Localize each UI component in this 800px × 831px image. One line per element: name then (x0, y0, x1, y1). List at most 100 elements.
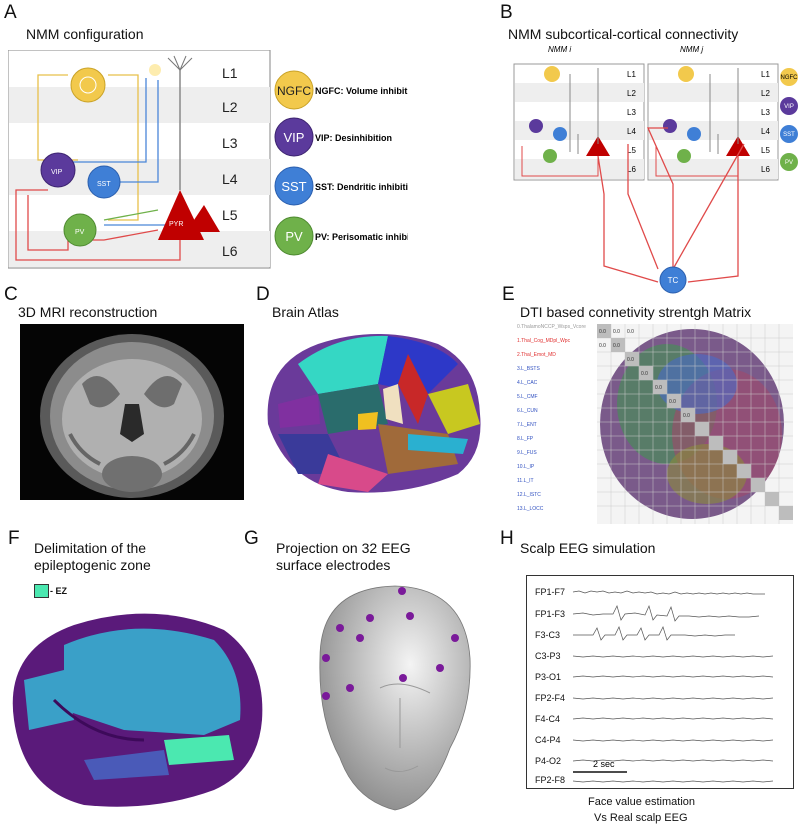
panel-h-title: Scalp EEG simulation (520, 540, 656, 556)
ez-legend-swatch (34, 584, 49, 598)
layer-label-l1: L1 (222, 65, 238, 81)
eeg-channel-label: P4-O2 (535, 756, 561, 766)
dti-row-label: 1.Thal_Cog_MDpl_Wpc (517, 338, 571, 344)
layer-label-l2: L2 (222, 99, 238, 115)
svg-text:0.0: 0.0 (613, 343, 620, 349)
eeg-trace-panel: FP1-F7 FP1-F3 F3-C3 C3-P3 P3-O1 FP2-F4 F… (526, 575, 794, 789)
svg-text:PYR: PYR (169, 221, 183, 228)
panel-b-title: NMM subcortical-cortical connectivity (508, 26, 739, 42)
vip-cell (40, 152, 76, 188)
dti-row-label: 6.L_CUN (517, 408, 538, 414)
svg-text:L6: L6 (761, 165, 770, 174)
svg-text:PV: Perisomatic inhibition: PV: Perisomatic inhibition (315, 232, 408, 242)
svg-text:TC: TC (668, 276, 679, 285)
dti-row-label: 10.L_IP (517, 464, 535, 470)
panel-c-title: 3D MRI reconstruction (18, 304, 158, 320)
panel-a-title: NMM configuration (26, 26, 144, 42)
svg-text:L5: L5 (761, 146, 770, 155)
svg-text:0.0: 0.0 (627, 329, 634, 335)
panel-f-title-line2: epileptogenic zone (34, 557, 151, 573)
dti-row-label: 11.L_IT (517, 478, 534, 484)
svg-text:0.0: 0.0 (655, 385, 662, 391)
dti-row-label: 3.L_BSTS (517, 366, 540, 372)
panel-f-letter: F (8, 528, 20, 549)
layer-label-l5: L5 (222, 207, 238, 223)
svg-text:L2: L2 (627, 89, 636, 98)
svg-text:0.0: 0.0 (641, 371, 648, 377)
svg-text:VIP: VIP (784, 104, 794, 110)
svg-text:L4: L4 (761, 127, 770, 136)
svg-text:L3: L3 (627, 108, 636, 117)
svg-text:L3: L3 (761, 108, 770, 117)
eeg-channel-label: P3-O1 (535, 672, 561, 682)
pv-cell (63, 213, 97, 247)
dti-row-label: 13.L_LOCC (517, 506, 544, 512)
dti-row-label: 2.Thal_Emot_MD (517, 352, 556, 358)
eeg-channel-label: F3-C3 (535, 630, 560, 640)
svg-text:L1: L1 (627, 70, 636, 79)
ez-legend-label: - EZ (50, 586, 67, 596)
svg-text:0.0: 0.0 (669, 399, 676, 405)
svg-text:VIP: VIP (51, 169, 63, 176)
eeg-channel-label: FP1-F3 (535, 609, 565, 619)
eeg-channel-label: FP1-F7 (535, 587, 565, 597)
svg-text:VIP: Desinhibition: VIP: Desinhibition (315, 133, 392, 143)
ez-brain-image (12, 613, 263, 807)
eeg-channel-label: F4-C4 (535, 714, 560, 724)
eeg-channel-label: FP2-F8 (535, 775, 565, 785)
electrode-markers (322, 587, 459, 700)
panel-f-title-line1: Delimitation of the (34, 540, 147, 556)
panel-c-letter: C (4, 284, 18, 305)
svg-text:0.0: 0.0 (613, 329, 620, 335)
svg-text:SST: Dendritic inhibition: SST: Dendritic inhibition (315, 182, 408, 192)
panel-g-letter: G (244, 528, 259, 549)
svg-text:0.0: 0.0 (683, 413, 690, 419)
panel-g-title-line1: Projection on 32 EEG (276, 540, 411, 556)
dti-row-label: 8.L_FP (517, 436, 534, 442)
svg-text:SST: SST (281, 179, 306, 194)
eeg-channel-label: FP2-F4 (535, 693, 565, 703)
svg-text:NMM i: NMM i (548, 45, 571, 54)
subcortical-cortical-diagram: NMM i NMM j L1 L2 L3 L4 L5 L6 L1 L2 L3 L… (513, 45, 799, 294)
dti-row-label: 5.L_CMF (517, 394, 538, 400)
svg-text:SST: SST (783, 132, 795, 138)
brain-atlas-image (267, 334, 481, 493)
dti-row-label: 9.L_FUS (517, 450, 537, 456)
svg-text:L4: L4 (627, 127, 636, 136)
sst-cell (87, 165, 121, 199)
svg-text:L5: L5 (627, 146, 636, 155)
panel-h-caption-line1: Face value estimation (588, 796, 695, 808)
svg-text:PV: PV (785, 160, 793, 166)
ngfc-cell (70, 67, 106, 103)
panel-b-letter: B (500, 2, 513, 23)
svg-text:NGFC: NGFC (277, 84, 311, 98)
dti-row-label: 7.L_ENT (517, 422, 537, 428)
panel-d-title: Brain Atlas (272, 304, 339, 320)
panel-e-title: DTI based connetivity strentgh Matrix (520, 304, 752, 320)
eeg-channel-label: C3-P3 (535, 651, 561, 661)
layer-label-l3: L3 (222, 135, 238, 151)
svg-text:NGFC: Volume inhibition: NGFC: Volume inhibition (315, 86, 408, 96)
dti-grid: 0.0 0.0 0.0 0.0 0.0 0.0 0.0 0.0 0.0 0.0 (597, 324, 793, 524)
panel-a-letter: A (4, 2, 17, 23)
svg-text:L2: L2 (761, 89, 770, 98)
eeg-channel-label: C4-P4 (535, 735, 561, 745)
dti-row-labels: 0.ThalamoNCCP_Wsps_Vcore 1.Thal_Cog_MDpl… (517, 324, 597, 524)
svg-text:PV: PV (75, 229, 85, 236)
svg-text:NMM j: NMM j (680, 45, 703, 54)
svg-text:L6: L6 (627, 165, 636, 174)
panel-e-letter: E (502, 284, 515, 305)
dti-matrix: 0.ThalamoNCCP_Wsps_Vcore 1.Thal_Cog_MDpl… (517, 324, 793, 524)
mri-image (20, 324, 244, 500)
layer-label-l4: L4 (222, 171, 238, 187)
panel-h-caption-line2: Vs Real scalp EEG (594, 812, 688, 824)
svg-text:VIP: VIP (284, 130, 305, 145)
panel-g-title-line2: surface electrodes (276, 557, 391, 573)
eeg-head-image (319, 585, 471, 811)
layer-label-l6: L6 (222, 243, 238, 259)
svg-text:0.0: 0.0 (627, 357, 634, 363)
eeg-scale-label: 2 sec (593, 759, 615, 769)
svg-text:NGFC: NGFC (781, 75, 799, 81)
nmm-configuration-diagram: L1 L2 L3 L4 L5 L6 VIP SST PV PYR NGFC NG… (8, 50, 408, 269)
svg-text:0.0: 0.0 (599, 343, 606, 349)
